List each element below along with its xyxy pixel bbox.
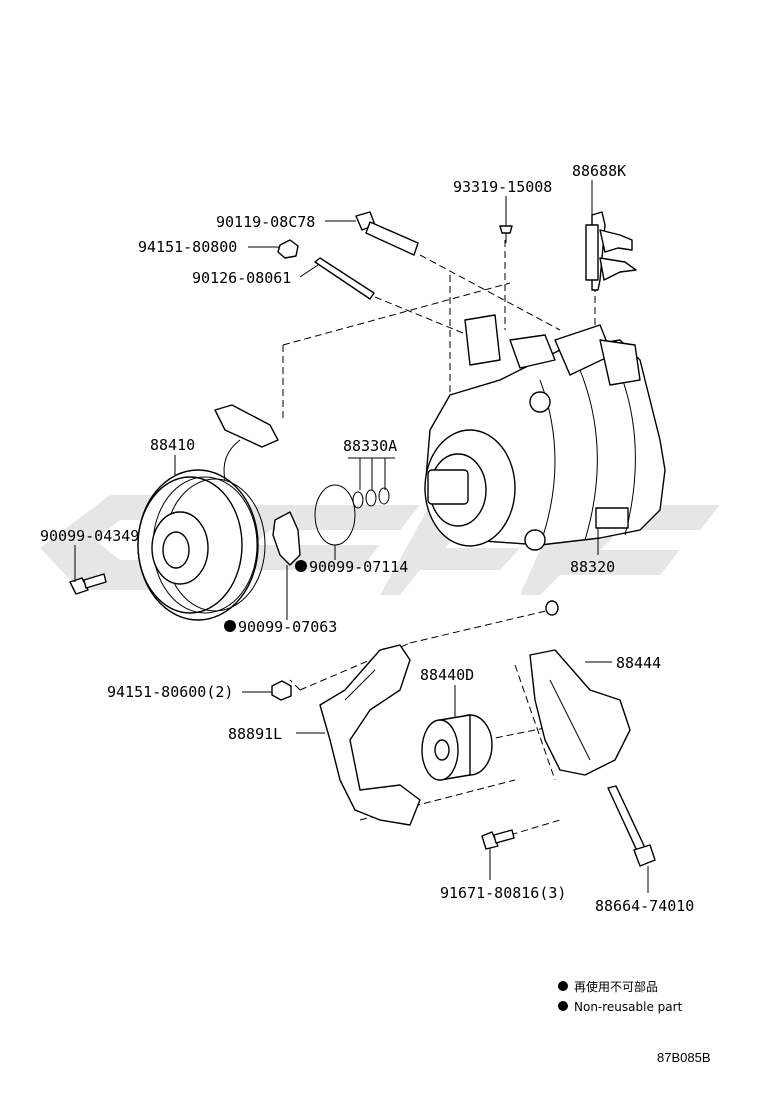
label-88688K: 88688K [572, 162, 626, 180]
label-94151-80600: 94151-80600(2) [107, 683, 233, 701]
label-88664: 88664-74010 [595, 897, 694, 915]
leader-lines [74, 180, 649, 893]
part-labels: 88688K 93319-15008 90119-08C78 94151-808… [40, 162, 694, 915]
legend: 再使用不可部品 Non-reusable part [558, 979, 683, 1014]
stud-90126 [314, 257, 375, 300]
label-88891L: 88891L [228, 725, 282, 743]
label-90119: 90119-08C78 [216, 213, 315, 231]
nut-94151-80600 [271, 680, 292, 701]
bolt-90119 [355, 211, 419, 256]
clip-88688K [585, 211, 637, 291]
label-90099-04349: 90099-04349 [40, 527, 139, 545]
label-90126: 90126-08061 [192, 269, 291, 287]
label-94151-80800: 94151-80800 [138, 238, 237, 256]
clutch-pulley-88410 [137, 404, 279, 621]
non-reusable-marker [224, 620, 236, 632]
idler-pulley-88440D [421, 714, 493, 781]
bolt-88664 [607, 785, 656, 867]
label-91671: 91671-80816(3) [440, 884, 566, 902]
nut-94151-80800 [277, 239, 299, 259]
label-88410: 88410 [150, 436, 195, 454]
label-90099-07114: 90099-07114 [309, 558, 408, 576]
label-88444: 88444 [616, 654, 661, 672]
gasket [272, 511, 301, 566]
legend-bullet [558, 981, 568, 991]
label-88320: 88320 [570, 558, 615, 576]
label-88330A: 88330A [343, 437, 397, 455]
legend-jp: 再使用不可部品 [574, 979, 658, 994]
screw-93319 [499, 225, 513, 243]
plate-88444 [529, 600, 631, 776]
diagram-ref-code: 87B085B [657, 1050, 711, 1065]
label-93319: 93319-15008 [453, 178, 552, 196]
non-reusable-marker [295, 560, 307, 572]
legend-en: Non-reusable part [574, 1000, 683, 1014]
bolt-91671 [481, 829, 515, 850]
compressor-88320 [424, 314, 666, 551]
shims-88330A [352, 487, 390, 509]
legend-bullet [558, 1001, 568, 1011]
label-90099-07063: 90099-07063 [238, 618, 337, 636]
label-88440D: 88440D [420, 666, 474, 684]
bracket-88891L [319, 644, 421, 826]
